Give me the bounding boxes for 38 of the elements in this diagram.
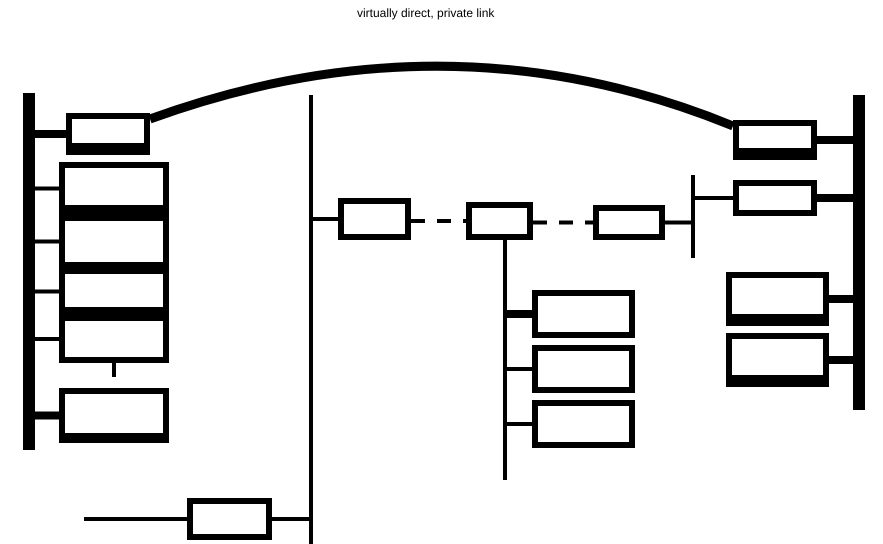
device-box (726, 333, 829, 387)
connector-line (35, 186, 59, 190)
device-box (733, 120, 817, 160)
device-box (593, 205, 665, 240)
edge-label: virtually direct, private link (355, 6, 496, 20)
connector-line (817, 136, 853, 144)
device-box (532, 290, 635, 338)
connector-line (817, 194, 853, 202)
connector-line (503, 240, 507, 250)
connector-line (829, 356, 853, 364)
connector-line (665, 220, 691, 224)
connector-line (272, 517, 309, 521)
connector-line (507, 367, 532, 371)
device-box (59, 162, 169, 215)
device-box (532, 400, 635, 448)
connector-line (35, 240, 59, 244)
device-box (66, 113, 150, 155)
device-box (466, 202, 533, 240)
connector-line (411, 219, 466, 223)
device-box (733, 180, 817, 216)
connector-line (313, 217, 338, 221)
connector-line (695, 196, 733, 200)
connector-line (84, 517, 187, 521)
connector-line (35, 290, 59, 294)
connector-line (829, 295, 853, 303)
device-box (338, 198, 411, 240)
device-box (726, 272, 829, 326)
device-box (532, 345, 635, 393)
connector-line (507, 310, 532, 318)
connector-line (533, 220, 593, 224)
link-arc (148, 62, 735, 130)
device-box (187, 498, 272, 540)
connector-line (35, 412, 59, 420)
device-box (59, 315, 169, 363)
connector-line (35, 337, 59, 341)
connector-line (35, 130, 66, 138)
device-box (59, 388, 169, 443)
connector-line (507, 422, 532, 426)
